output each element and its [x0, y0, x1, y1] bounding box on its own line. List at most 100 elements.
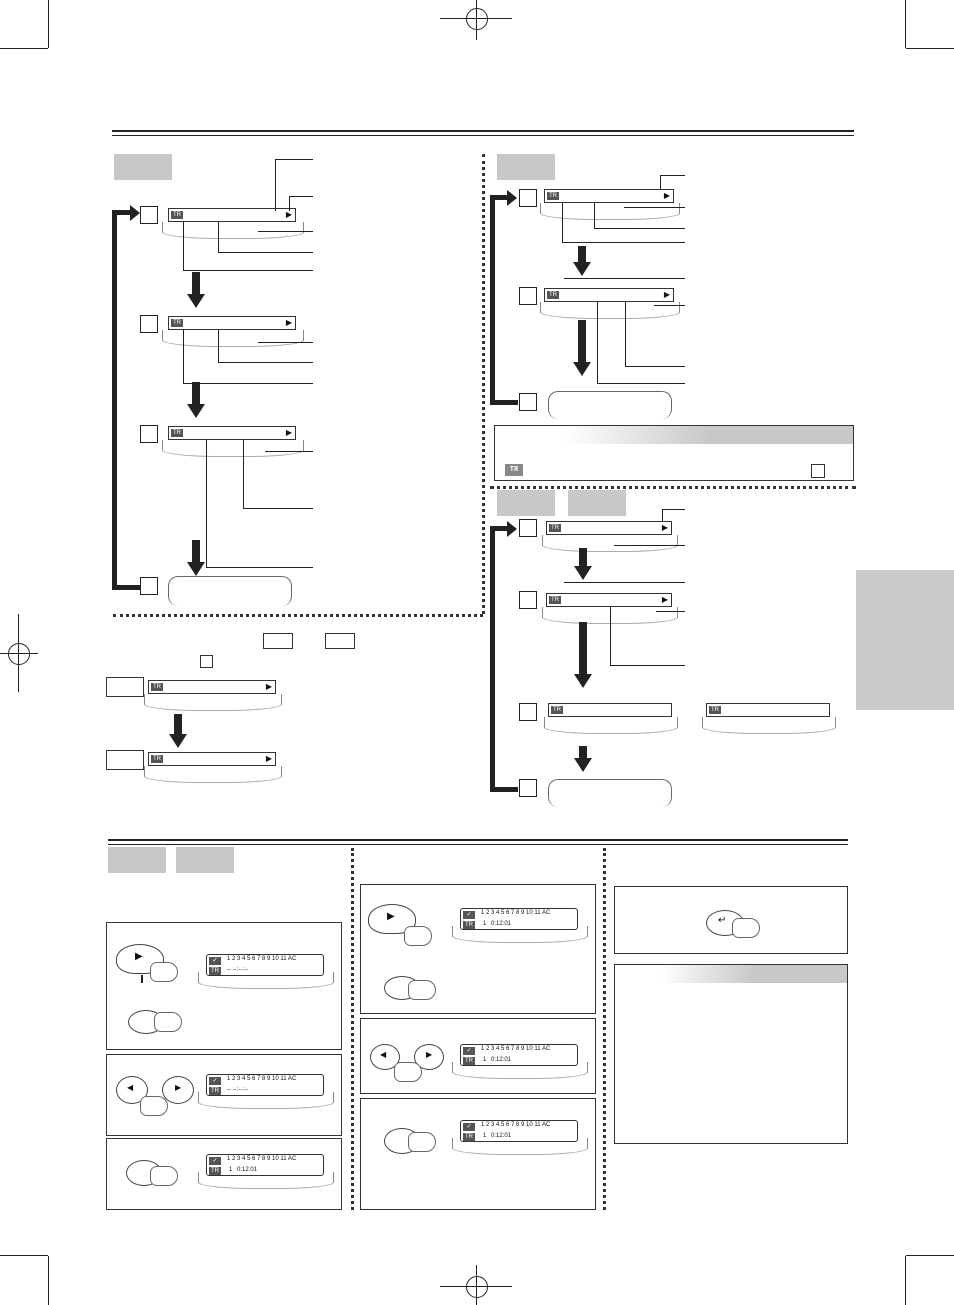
time-readout: 0:12:01	[491, 1133, 512, 1139]
play-button[interactable]: ▶	[368, 904, 416, 934]
left-button[interactable]: ◀	[370, 1044, 400, 1070]
play-icon: ▶	[663, 191, 670, 200]
marker-box	[325, 633, 355, 649]
screen-edge	[540, 302, 680, 319]
code-digits: 1 2 3 4 5 6 7 8 9 10 11 AC	[227, 956, 297, 962]
step-marker	[140, 315, 158, 333]
hand-icon	[408, 980, 436, 1000]
tr-icon: TR	[463, 1057, 475, 1065]
osd-bar: TR ▶	[546, 593, 672, 607]
check-icon: ✓	[463, 911, 475, 919]
section-rule	[112, 130, 854, 132]
time-readout: 0:12:01	[237, 1167, 258, 1173]
step-marker	[140, 425, 158, 443]
code-display: ✓ TR 1 2 3 4 5 6 7 8 9 10 11 AC 1 0:12:0…	[460, 1044, 578, 1066]
disc-number: 1	[483, 1133, 487, 1139]
right-button[interactable]: ▶	[162, 1076, 194, 1104]
crop-mark	[905, 1256, 906, 1305]
code-display: ✓ TR 1 2 3 4 5 6 7 8 9 10 11 AC 1 0:12:0…	[206, 1154, 324, 1176]
step-marker	[519, 393, 537, 411]
check-icon: ✓	[209, 1157, 221, 1165]
osd-bar: TR ▶	[544, 189, 674, 203]
step-marker	[519, 287, 537, 305]
check-icon: ✓	[463, 1047, 475, 1055]
screen-edge	[162, 222, 304, 239]
code-digits: 1 2 3 4 5 6 7 8 9 10 11 AC	[227, 1076, 297, 1082]
tr-icon: TR	[547, 192, 559, 200]
screen-edge	[162, 440, 304, 457]
step-marker	[519, 591, 537, 609]
check-icon: ✓	[209, 957, 221, 965]
screen-edge	[544, 717, 678, 734]
screen-frame	[548, 779, 672, 807]
hand-icon	[394, 1062, 422, 1082]
osd-bar: TR▶	[168, 316, 296, 330]
tr-icon: TR	[209, 1087, 221, 1095]
screen-edge	[144, 694, 282, 711]
play-icon: ▶	[135, 951, 143, 962]
screen-edge	[162, 330, 304, 347]
osd-bar: TR	[548, 703, 672, 717]
step-marker	[519, 779, 537, 797]
crop-mark	[905, 0, 906, 48]
code-digits: 1 2 3 4 5 6 7 8 9 10 11 AC	[481, 1046, 551, 1052]
tr-icon: TR	[463, 1133, 475, 1141]
code-display: ✓ TR 1 2 3 4 5 6 7 8 9 10 11 AC 1 0:12:0…	[460, 1120, 578, 1142]
tr-icon: TR	[151, 755, 163, 763]
step-marker	[519, 703, 537, 721]
marker-box	[200, 655, 213, 668]
section-rule	[108, 839, 848, 841]
time-readout: -- --:--:--	[227, 967, 248, 973]
play-icon: ▶	[663, 290, 670, 299]
osd-bar: TR ▶	[546, 521, 672, 535]
step-marker	[519, 189, 537, 207]
screen-edge	[198, 972, 334, 989]
step-marker	[519, 519, 537, 537]
tr-icon: TR	[549, 524, 561, 532]
disc-type-label	[568, 490, 626, 516]
check-icon: ✓	[209, 1077, 221, 1085]
screen-edge	[542, 535, 678, 552]
note-panel	[614, 964, 848, 1144]
tr-icon: TR	[209, 1167, 221, 1175]
disc-type-label	[114, 154, 172, 180]
osd-bar: TR ▶	[148, 680, 276, 694]
screen-edge	[540, 203, 680, 220]
play-icon: ▶	[661, 595, 668, 604]
note-box: TR	[494, 425, 854, 481]
play-icon: ▶	[285, 318, 292, 327]
code-display: ✓ TR 1 2 3 4 5 6 7 8 9 10 11 AC 1 0:12:0…	[460, 908, 578, 930]
code-digits: 1 2 3 4 5 6 7 8 9 10 11 AC	[227, 1156, 297, 1162]
tr-icon: TR	[209, 967, 221, 975]
hand-icon	[732, 918, 760, 938]
tr-icon: TR	[171, 211, 183, 219]
hand-icon	[140, 1096, 168, 1116]
code-digits: 1 2 3 4 5 6 7 8 9 10 11 AC	[481, 1122, 551, 1128]
screen-frame	[548, 391, 672, 419]
osd-bar: TR▶	[544, 288, 674, 302]
tr-icon: TR	[551, 706, 563, 714]
disc-type-label	[176, 847, 234, 873]
play-icon: ▶	[265, 682, 272, 691]
disc-type-label	[497, 490, 555, 516]
tr-icon: TR	[549, 596, 561, 604]
disc-number: 1	[483, 1057, 487, 1063]
hand-icon	[404, 926, 432, 946]
tr-icon: TR	[151, 683, 163, 691]
marker-box	[106, 750, 144, 770]
step-marker	[140, 206, 158, 224]
tr-icon: TR	[171, 429, 183, 437]
time-readout: 0:12:01	[491, 921, 512, 927]
time-readout: 0:12:01	[491, 1057, 512, 1063]
crop-mark	[906, 1255, 954, 1256]
chapter-side-tab	[856, 570, 954, 710]
osd-bar: TR	[706, 703, 830, 717]
code-digits: 1 2 3 4 5 6 7 8 9 10 11 AC	[481, 910, 551, 916]
disc-type-label	[108, 847, 166, 873]
section-rule	[108, 844, 848, 845]
crop-mark	[0, 1255, 48, 1256]
screen-frame	[168, 576, 292, 606]
play-icon: ▶	[661, 523, 668, 532]
tr-icon: TR	[709, 706, 721, 714]
disc-number: 1	[229, 1167, 233, 1173]
